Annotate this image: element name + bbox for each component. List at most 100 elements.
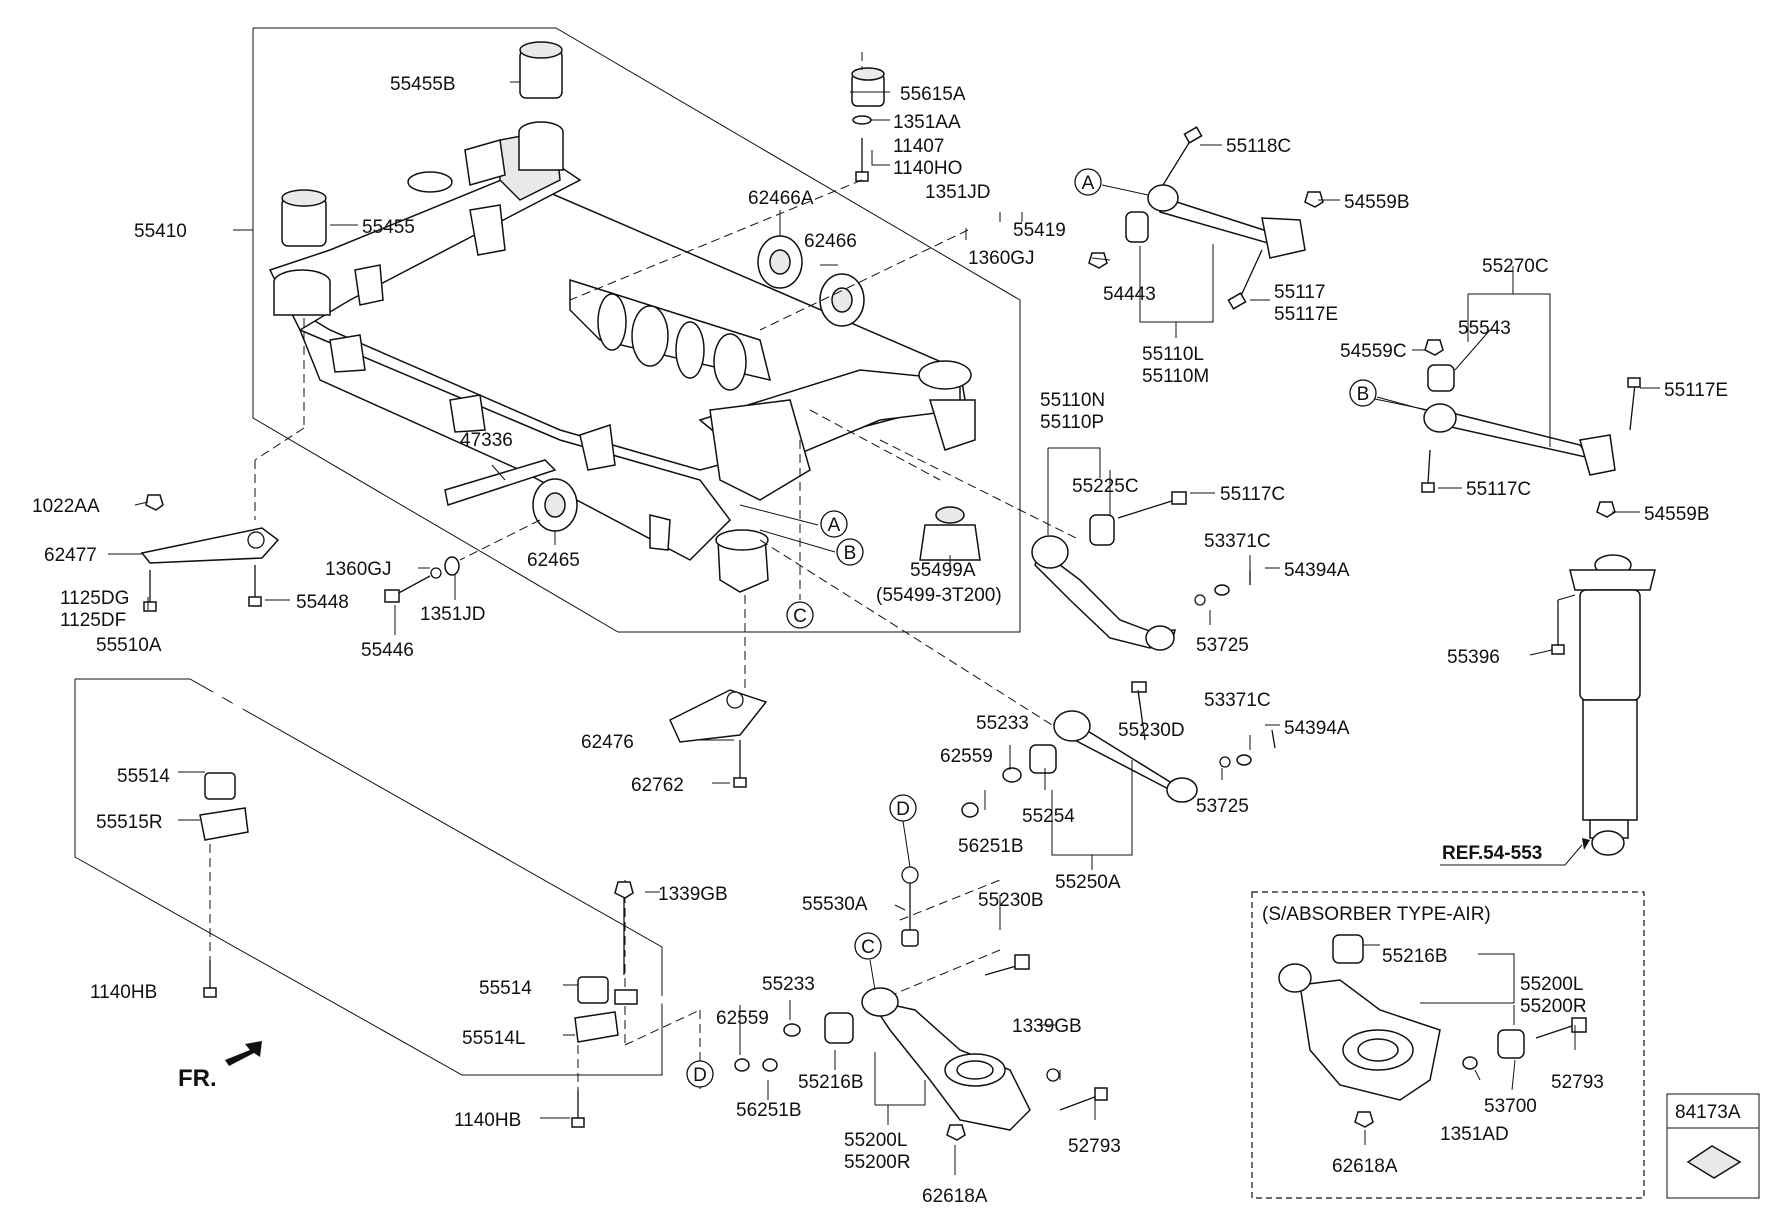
control-arm-55110N bbox=[1031, 447, 1251, 651]
label-53725-a: 53725 bbox=[1196, 635, 1249, 656]
label-55530A: 55530A bbox=[802, 894, 868, 915]
ref-circle-D-link: D bbox=[889, 794, 917, 868]
upper-arm-55270C bbox=[1421, 266, 1641, 518]
label-62465: 62465 bbox=[527, 550, 580, 571]
label-55117E-a: 55117E bbox=[1274, 304, 1338, 325]
stabilizer-outline bbox=[74, 678, 667, 1128]
label-54394A-a: 54394A bbox=[1284, 560, 1350, 581]
label-84173A: 84173A bbox=[1675, 1102, 1741, 1123]
label-55514-a: 55514 bbox=[117, 766, 170, 787]
label-1351JD-top: 1351JD bbox=[925, 182, 991, 203]
ref-arrow bbox=[1440, 838, 1590, 866]
label-55250A: 55250A bbox=[1055, 872, 1121, 893]
label-55216B-a: 55216B bbox=[798, 1072, 864, 1093]
ref-circle-A-subframe: A bbox=[739, 504, 848, 538]
label-54559C: 54559C bbox=[1340, 341, 1407, 362]
label-55118C: 55118C bbox=[1226, 136, 1291, 157]
crossmember-subframe bbox=[268, 121, 976, 593]
label-55446: 55446 bbox=[361, 640, 414, 661]
label-62559-b: 62559 bbox=[716, 1008, 769, 1029]
label-1125DG: 1125DG bbox=[60, 588, 129, 609]
label-ref-54-553: REF.54-553 bbox=[1442, 843, 1542, 864]
label-55230D: 55230D bbox=[1118, 720, 1185, 741]
label-55225C: 55225C bbox=[1072, 476, 1139, 497]
label-55200R-b: 55200R bbox=[1520, 996, 1587, 1017]
label-62476: 62476 bbox=[581, 732, 634, 753]
label-55254: 55254 bbox=[1022, 806, 1075, 827]
label-52793-a: 52793 bbox=[1068, 1136, 1121, 1157]
label-front: FR. bbox=[178, 1065, 217, 1092]
svg-text:A: A bbox=[1082, 173, 1095, 194]
label-62466A: 62466A bbox=[748, 188, 814, 209]
label-55396: 55396 bbox=[1447, 647, 1500, 668]
stabilizer-link bbox=[901, 866, 919, 947]
label-62466: 62466 bbox=[804, 231, 857, 252]
control-arm-55250A bbox=[961, 681, 1276, 870]
label-55410: 55410 bbox=[134, 221, 187, 242]
part-labels: 55455B 55615A 1351AA 11407 1140HO 1351JD… bbox=[32, 74, 1741, 1207]
label-55515R: 55515R bbox=[96, 812, 163, 833]
label-1360GJ-top: 1360GJ bbox=[968, 248, 1035, 269]
ref-circle-C-arm: C bbox=[854, 932, 882, 991]
svg-text:D: D bbox=[896, 799, 910, 820]
label-62618A-b: 62618A bbox=[1332, 1156, 1398, 1177]
label-1351AA: 1351AA bbox=[893, 112, 961, 133]
label-54559B-top: 54559B bbox=[1344, 192, 1410, 213]
label-62559-a: 62559 bbox=[940, 746, 993, 767]
ref-circle-B-arm: B bbox=[1349, 379, 1426, 411]
label-55117: 55117 bbox=[1274, 282, 1325, 303]
label-1360GJ-mid: 1360GJ bbox=[325, 559, 392, 580]
ref-circle-C-subframe: C bbox=[786, 601, 814, 629]
dashed-leaders bbox=[209, 52, 1081, 1110]
label-53371C-a: 53371C bbox=[1204, 531, 1271, 552]
label-55419: 55419 bbox=[1013, 220, 1066, 241]
label-55270C: 55270C bbox=[1482, 256, 1549, 277]
label-55510A: 55510A bbox=[96, 635, 162, 656]
label-54394A-b: 54394A bbox=[1284, 718, 1350, 739]
label-1339GB-b: 1339GB bbox=[1012, 1016, 1082, 1037]
label-1140HO: 1140HO bbox=[893, 158, 962, 179]
ref-circle-D-bar: D bbox=[686, 1060, 714, 1088]
label-1022AA: 1022AA bbox=[32, 496, 100, 517]
label-55499-3T200: (55499-3T200) bbox=[876, 585, 1002, 606]
label-55543: 55543 bbox=[1458, 318, 1511, 339]
label-55615A: 55615A bbox=[900, 84, 966, 105]
leader-lines bbox=[108, 81, 1660, 1175]
label-55216B-b: 55216B bbox=[1382, 946, 1448, 967]
label-1351AD: 1351AD bbox=[1440, 1124, 1509, 1145]
label-53371C-b: 53371C bbox=[1204, 690, 1271, 711]
label-1140HB-a: 1140HB bbox=[90, 982, 157, 1003]
label-1125DF: 1125DF bbox=[60, 610, 126, 631]
label-55514L: 55514L bbox=[462, 1028, 525, 1049]
lower-arm-55200L bbox=[734, 954, 1108, 1141]
label-55455B: 55455B bbox=[390, 74, 456, 95]
ref-circle-A-arm: A bbox=[1074, 168, 1149, 196]
label-54443: 54443 bbox=[1103, 284, 1156, 305]
shock-absorber bbox=[1551, 554, 1656, 856]
svg-text:B: B bbox=[844, 543, 857, 564]
air-absorber-box bbox=[1251, 891, 1645, 1199]
svg-text:B: B bbox=[1357, 384, 1370, 405]
label-55514-b: 55514 bbox=[479, 978, 532, 999]
label-55117C-mid: 55117C bbox=[1220, 484, 1285, 505]
ref-circle-B-subframe: B bbox=[759, 529, 864, 566]
label-55455: 55455 bbox=[362, 217, 415, 238]
label-62762: 62762 bbox=[631, 775, 684, 796]
label-47336: 47336 bbox=[460, 430, 513, 451]
front-direction-arrow bbox=[225, 1041, 262, 1066]
label-55233-a: 55233 bbox=[976, 713, 1029, 734]
label-55200R-a: 55200R bbox=[844, 1152, 911, 1173]
label-1339GB-a: 1339GB bbox=[658, 884, 728, 905]
label-54559B-right: 54559B bbox=[1644, 504, 1710, 525]
label-1140HB-b: 1140HB bbox=[454, 1110, 521, 1131]
label-11407: 11407 bbox=[893, 136, 944, 157]
label-53700: 53700 bbox=[1484, 1096, 1537, 1117]
svg-text:A: A bbox=[828, 515, 841, 536]
label-55448: 55448 bbox=[296, 592, 349, 613]
svg-text:D: D bbox=[693, 1065, 707, 1086]
label-55110M: 55110M bbox=[1142, 366, 1209, 387]
label-62477: 62477 bbox=[44, 545, 97, 566]
label-55230B: 55230B bbox=[978, 890, 1044, 911]
